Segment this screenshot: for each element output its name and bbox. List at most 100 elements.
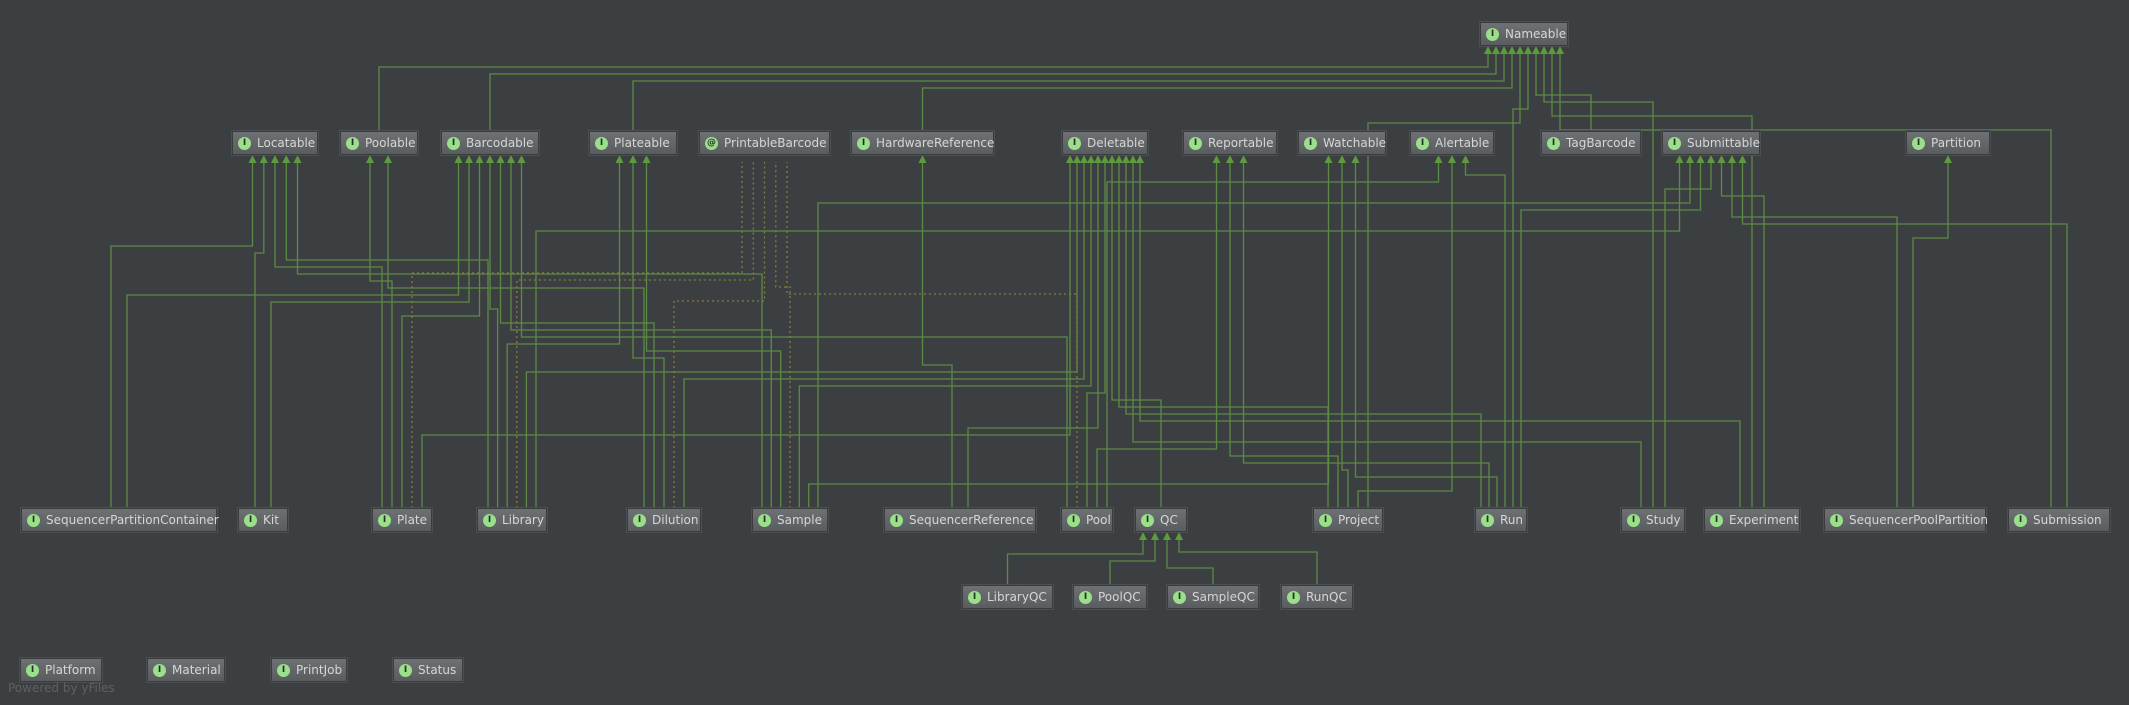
interface-icon: I: [1830, 513, 1843, 527]
interface-icon: I: [1068, 136, 1081, 150]
interface-icon: I: [378, 513, 391, 527]
interface-icon: I: [238, 136, 251, 150]
inheritance-arrowhead: [496, 155, 505, 163]
edge-pool-to-reportable: [1096, 162, 1218, 508]
node-locatable[interactable]: I Locatable: [232, 131, 318, 155]
node-label: Locatable: [257, 136, 316, 150]
edge-sample-to-plateable: [645, 162, 782, 508]
interface-icon: I: [595, 136, 608, 150]
inheritance-arrowhead: [1686, 155, 1694, 163]
edge-project-to-alertable: [1357, 162, 1453, 508]
interface-icon: I: [758, 513, 771, 527]
edge-plate-to-deletable: [421, 162, 1071, 508]
node-label: Alertable: [1435, 136, 1490, 150]
edge-experiment-to-nameable: [1551, 53, 1753, 508]
interface-icon: I: [447, 136, 460, 150]
interface-icon: I: [1627, 513, 1640, 527]
inheritance-arrowhead: [259, 155, 268, 163]
inheritance-arrowhead: [1556, 46, 1564, 54]
edge-plate-to-printablebarcode: [411, 162, 743, 508]
inheritance-arrowhead: [1728, 155, 1736, 163]
inheritance-arrowhead: [1151, 532, 1159, 540]
edge-library-to-plateable: [506, 162, 621, 508]
edge-submission-to-nameable: [1559, 53, 2052, 508]
node-label: PrintableBarcode: [724, 136, 827, 150]
interface-icon: I: [483, 513, 496, 527]
inheritance-arrowhead: [1532, 46, 1540, 54]
node-label: QC: [1160, 513, 1178, 527]
edge-run-to-reportable: [1242, 162, 1490, 508]
edge-dilution-to-barcodable: [499, 162, 655, 508]
edge-sequencerreference-to-deletable: [967, 162, 1099, 508]
interface-icon: I: [1067, 513, 1080, 527]
edge-study-to-submittable: [1664, 162, 1712, 508]
node-label: Partition: [1931, 136, 1982, 150]
node-printablebarcode[interactable]: @PrintableBarcode: [699, 131, 830, 155]
inheritance-arrowhead: [1461, 155, 1470, 163]
edge-sequencerreference-to-hardwarereference: [921, 162, 953, 508]
edge-study-to-nameable: [1543, 53, 1654, 508]
inheritance-arrowhead: [366, 155, 374, 163]
node-label: SequencerReference: [909, 513, 1034, 527]
edge-project-to-watchable: [1341, 162, 1349, 508]
edge-pool-to-printablebarcode: [786, 162, 1078, 508]
edge-sequencerpartitioncontainer-to-locatable: [110, 162, 254, 508]
edge-dilution-to-printablebarcode: [673, 162, 766, 508]
node-label: Experiment: [1729, 513, 1799, 527]
interface-icon: I: [244, 513, 257, 527]
edge-kit-to-barcodable: [270, 162, 470, 508]
edge-sample-to-submittable: [817, 162, 1691, 508]
interface-icon: I: [26, 663, 39, 677]
inheritance-arrowhead: [1212, 155, 1221, 163]
edge-dilution-to-poolable: [387, 162, 645, 508]
node-label: SequencerPartitionContainer: [46, 513, 219, 527]
edge-dilution-to-plateable: [632, 162, 665, 508]
inheritance-arrowhead: [1226, 155, 1234, 163]
edge-sample-to-deletable: [798, 162, 1092, 508]
inheritance-arrowhead: [1087, 155, 1095, 163]
inheritance-arrowhead: [1548, 46, 1556, 54]
inheritance-arrowhead: [1351, 155, 1360, 163]
inheritance-arrowhead: [475, 155, 484, 163]
edge-project-to-nameable: [1367, 53, 1521, 508]
node-label: Watchable: [1323, 136, 1387, 150]
edge-pool-to-deletable: [1086, 162, 1106, 508]
inheritance-arrowhead: [1101, 155, 1109, 163]
edge-library-to-submittable: [535, 162, 1681, 508]
